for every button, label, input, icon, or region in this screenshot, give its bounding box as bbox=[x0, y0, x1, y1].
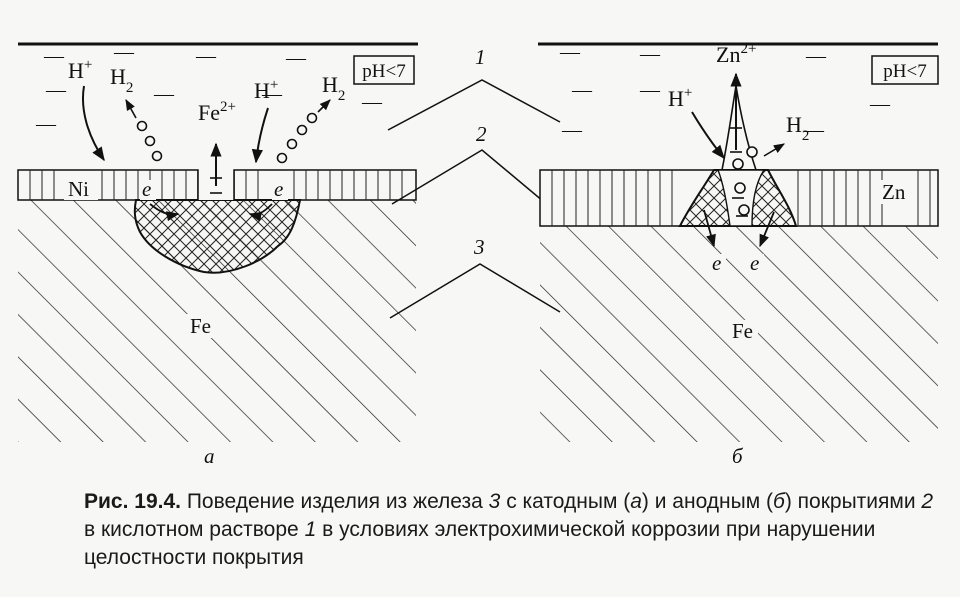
svg-text:—: — bbox=[639, 43, 661, 65]
svg-text:—: — bbox=[285, 47, 307, 69]
svg-text:—: — bbox=[35, 113, 57, 135]
h2-arrow-left bbox=[125, 99, 137, 119]
zn-label: Zn bbox=[882, 180, 906, 204]
panel-label-b: б bbox=[732, 444, 744, 468]
callout-label-2: 2 bbox=[476, 122, 487, 146]
electron-arrow-a-right bbox=[248, 203, 273, 222]
minus-signs-a: — — — — — — — — — bbox=[35, 41, 383, 135]
svg-text:—: — bbox=[803, 119, 825, 141]
ph-label-b: pH<7 bbox=[883, 61, 926, 82]
h-plus-arrow-b bbox=[691, 111, 725, 160]
electron-label-b-right: e bbox=[750, 251, 759, 275]
callout-label-3: 3 bbox=[473, 235, 485, 259]
h2-label-b: H2 bbox=[786, 112, 809, 144]
panel-label-a: а bbox=[204, 444, 215, 468]
figure-number: Рис. 19.4. bbox=[84, 490, 181, 513]
svg-text:—: — bbox=[361, 91, 383, 113]
svg-text:—: — bbox=[195, 45, 217, 67]
callout-label-1: 1 bbox=[475, 45, 486, 69]
pit-charges-a bbox=[210, 177, 222, 194]
panel-a: pH<7 — — — — — — — — — H+ H2 Fe2+ H+ bbox=[17, 41, 418, 468]
svg-text:—: — bbox=[45, 79, 67, 101]
pit-charges-b bbox=[730, 127, 748, 217]
svg-text:—: — bbox=[571, 79, 593, 101]
svg-text:—: — bbox=[869, 93, 891, 115]
electron-label-a-right: e bbox=[274, 177, 283, 201]
h-plus-label-left: H+ bbox=[68, 57, 92, 83]
electron-arrow-b-left bbox=[703, 209, 716, 248]
electron-label-b-left: e bbox=[712, 251, 721, 275]
h-plus-label-b: H+ bbox=[668, 85, 692, 111]
fe-label-b: Fe bbox=[732, 319, 753, 343]
ph-box-a bbox=[353, 55, 415, 85]
svg-text:—: — bbox=[113, 41, 135, 63]
electron-arrow-a-left bbox=[149, 203, 180, 222]
fe2plus-label: Fe2+ bbox=[198, 99, 236, 125]
minus-signs-b: — — — — — — — — bbox=[559, 41, 891, 141]
electron-label-a-left: e bbox=[142, 177, 151, 201]
ni-label: Ni bbox=[68, 177, 89, 201]
h2-bubbles-b bbox=[732, 146, 758, 216]
zn2plus-label: Zn2+ bbox=[716, 41, 756, 67]
svg-text:—: — bbox=[153, 83, 175, 105]
callout-2 bbox=[391, 149, 557, 213]
corrosion-diagram: pH<7 — — — — — — — — — H+ H2 Fe2+ H+ bbox=[17, 41, 939, 468]
h-plus-arrow-right bbox=[251, 107, 269, 164]
ph-label-a: pH<7 bbox=[362, 61, 405, 82]
fe-label-a: Fe bbox=[190, 314, 211, 338]
h2-bubbles-left bbox=[136, 120, 163, 162]
h2-label-left: H2 bbox=[110, 64, 133, 96]
svg-text:—: — bbox=[43, 45, 65, 67]
ni-coating-a bbox=[17, 169, 417, 201]
h2-label-right: H2 bbox=[322, 72, 345, 104]
h2-bubbles-right bbox=[276, 112, 318, 164]
svg-text:—: — bbox=[559, 41, 581, 63]
ph-box-b bbox=[871, 55, 939, 85]
svg-text:—: — bbox=[561, 119, 583, 141]
callouts bbox=[387, 79, 561, 319]
callout-1 bbox=[387, 79, 561, 131]
figure-caption: Рис. 19.4. Поведение изделия из железа 3… bbox=[84, 490, 934, 569]
h2-arrow-right bbox=[317, 99, 331, 113]
callout-3 bbox=[389, 263, 561, 319]
svg-text:—: — bbox=[639, 79, 661, 101]
h2-arrow-b bbox=[763, 143, 785, 157]
h-plus-arrow-left bbox=[82, 85, 105, 162]
svg-text:—: — bbox=[805, 45, 827, 67]
h-plus-label-right: H+ bbox=[254, 77, 278, 103]
svg-text:—: — bbox=[261, 83, 283, 105]
electron-arrow-b-right bbox=[759, 211, 775, 248]
panel-b: pH<7 — — — — — — — — Zn2+ H+ H2 Zn e e bbox=[538, 41, 939, 468]
